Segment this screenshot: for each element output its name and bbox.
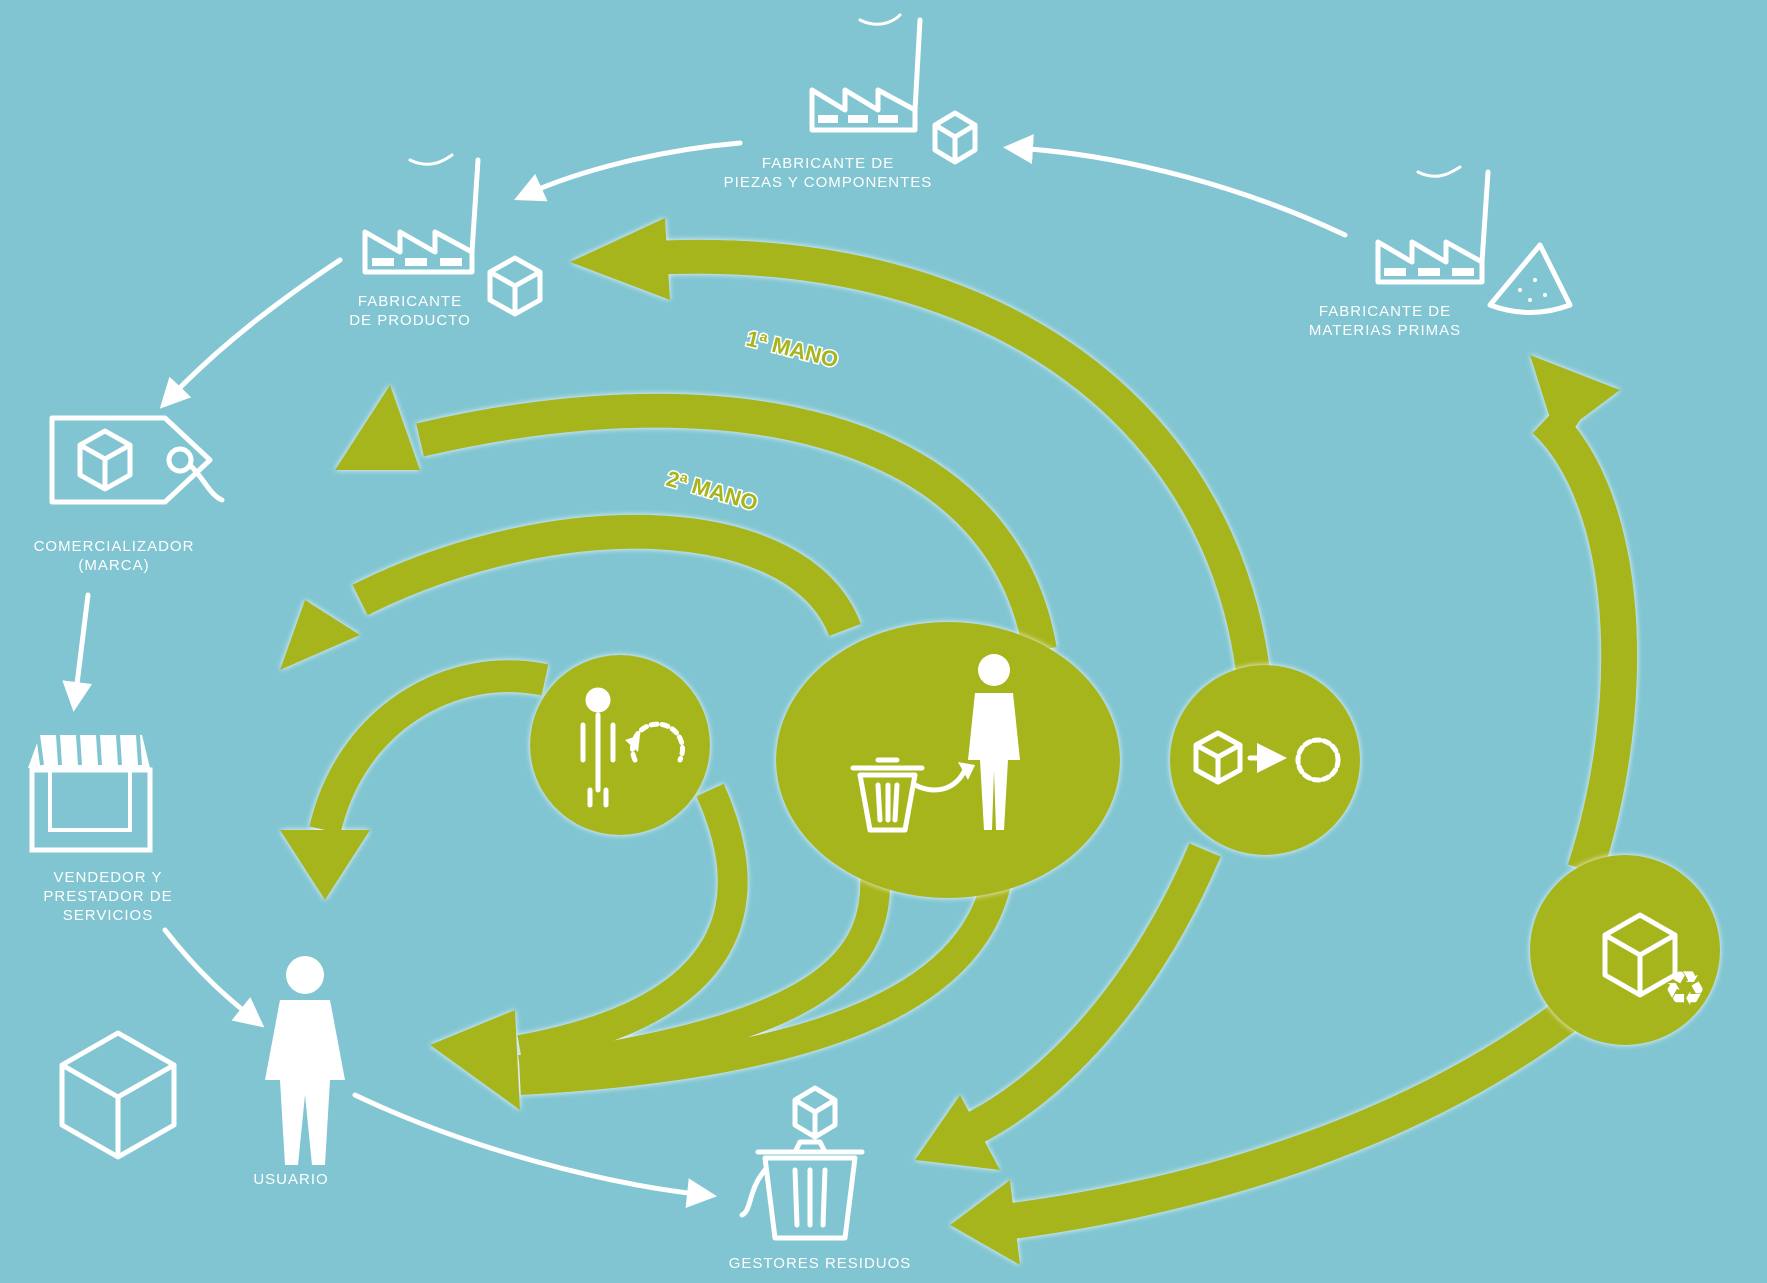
product-box-icon [59,1030,177,1160]
recycle-to-waste-arrowhead [950,1180,1020,1265]
white-flows [62,134,1348,1209]
box-icon [77,428,133,492]
factory-icon [362,153,481,275]
node-gestores: GESTORES RESIDUOS [729,1085,912,1272]
reuse-icon [1295,737,1341,783]
store-icon [28,734,153,853]
primera-mano-label: 1ª MANO [744,326,841,373]
box-icon [932,110,978,165]
remanufacture-arrowhead [570,218,670,300]
user-to-waste-arrow [352,1092,717,1209]
recycle-circle: ♻ [1530,855,1720,1045]
segunda-mano-label: 2ª MANO [664,466,761,516]
trash-icon [739,1139,865,1241]
person-icon [580,687,616,808]
repair-arrowhead [280,830,370,900]
return-arrowhead [430,1010,520,1110]
segunda-mano-arrowhead [280,600,360,670]
box-icon [792,1085,838,1140]
repair-icon [625,721,685,763]
trash-icon [850,757,925,833]
brand-to-seller-arrow [62,592,93,712]
return-band-3 [519,858,1015,1095]
factory-icon [809,13,923,133]
box-icon [1193,730,1243,785]
repair-band [309,660,549,834]
repair-circle [530,655,710,835]
node-usuario: USUARIO [253,956,345,1188]
tag-icon [49,415,225,505]
primera-mano-arrowhead [335,385,420,470]
person-icon [265,956,345,1165]
return-band-2 [518,869,891,1085]
box-icon [487,255,543,317]
raw-material-icon [1487,242,1573,315]
usuario-label: USUARIO [253,1171,328,1188]
primera-mano-band [416,393,1057,653]
remanufacture-waste-arrowhead [915,1095,1000,1170]
recycle-icon: ♻ [1663,961,1706,1017]
remanufacture-waste-band [952,843,1221,1151]
recycle-to-waste-band [977,990,1592,1243]
raw-to-parts-arrow [1003,134,1348,238]
factory-icon [1375,165,1491,285]
segunda-mano-band [352,514,861,637]
green-flows [280,218,1638,1265]
discard-arrow [912,767,968,793]
remanufacture-band [649,239,1272,692]
node-comercializador: COMERCIALIZADOR(MARCA) [34,415,225,574]
product-to-brand-arrow [159,257,343,409]
dispose-circle [776,622,1120,898]
remanufacture-circle [1170,665,1360,855]
seller-to-user-arrow [162,927,265,1028]
comercializador-label: COMERCIALIZADOR(MARCA) [34,538,195,574]
recycle-to-raw-arrowhead [1530,355,1620,450]
box-icon [1602,912,1678,998]
recycle-to-raw-band [1532,406,1638,876]
person-icon [968,654,1020,830]
return-band-1 [517,783,748,1065]
gestores-label: GESTORES RESIDUOS [729,1255,912,1272]
parts-to-product-arrow [514,140,743,202]
